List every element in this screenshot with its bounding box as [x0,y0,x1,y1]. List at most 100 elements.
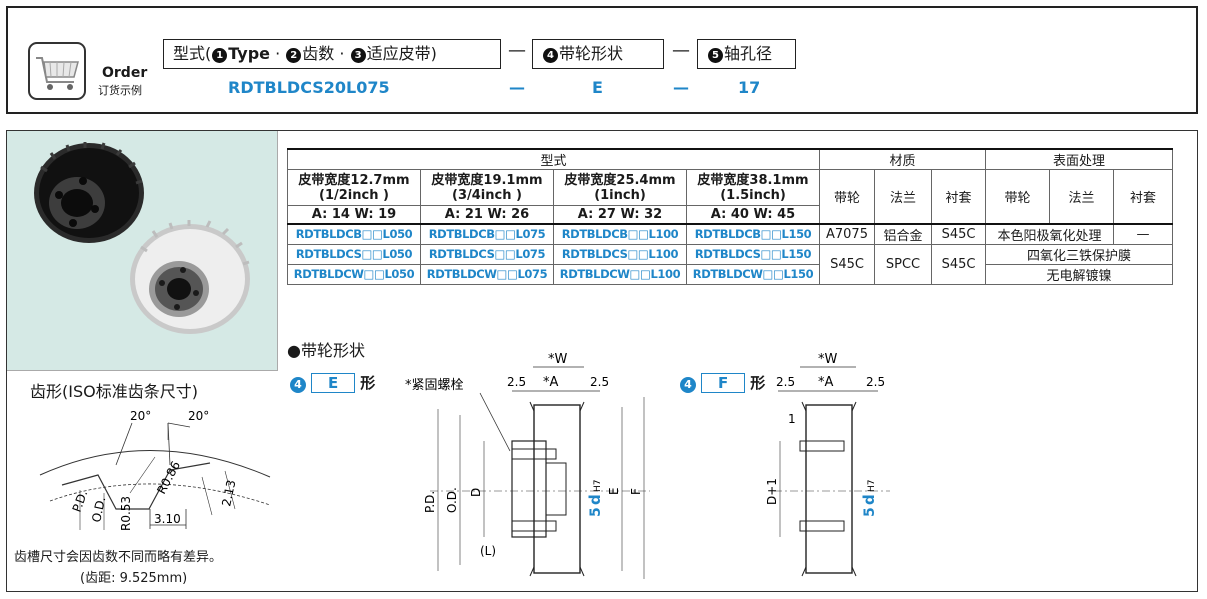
shape-f-label: 4 F 形 [680,372,765,393]
example-type: RDTBLDCS20L075 [228,78,390,97]
e-bore-d: d [586,494,604,505]
pn-w-075: RDTBLDCW□□L075 [420,263,554,285]
shape-e-drawing: *W *紧固螺栓 2.5 *A 2.5 P.D. O.D. D E F (L) … [405,352,650,579]
e-l: (L) [480,544,496,558]
width-cell-2: 皮带宽度19.1mm(3/4inch ) [420,169,554,206]
aw-2: A: 21 W: 26 [420,205,554,224]
mat-s-flange: SPCC [874,243,932,285]
e-setscrew-label: *紧固螺栓 [405,378,464,393]
spec-shape: 带轮形状 [559,44,624,63]
order-title: Order [102,65,148,81]
spec-type-suffix: ) [430,44,437,63]
f-25-left: 2.5 [776,375,795,389]
pn-b-150: RDTBLDCB□□L150 [686,222,820,245]
spec-sep2: · [339,44,345,63]
width-cell-1: 皮带宽度12.7mm(1/2inch ) [287,169,421,206]
e-25-right: 2.5 [590,375,609,389]
spec-table: 型式 材质 表面处理 皮带宽度12.7mm(1/2inch ) 皮带宽度19.1… [287,148,1173,285]
order-subtitle: 订货示例 [98,84,142,97]
spec-type-prefix: 型式( [173,44,212,63]
mat-col-flange: 法兰 [874,169,932,224]
tooth-pd: P.D. [70,488,91,514]
width-cell-4: 皮带宽度38.1mm(1.5inch) [686,169,820,206]
f-1: 1 [788,412,796,426]
example-dash-2: — [673,78,689,97]
shape-f-suffix: 形 [750,374,766,392]
circle-5-icon: 5 [708,48,723,63]
surf-w: 无电解镀镍 [985,263,1173,285]
circle-4-blue-icon-f: 4 [680,377,696,393]
tooth-angle-left: 20° [130,409,151,423]
surf-col-pulley: 带轮 [985,169,1050,224]
spec-type-1: Type [228,44,270,63]
mat-b-bushing: S45C [931,222,986,245]
e-bore-num: 5 [588,507,604,517]
tooth-note: 齿槽尺寸会因齿数不同而略有差异。 [14,550,223,565]
width-label-3: 皮带宽度25.4mm [564,172,676,188]
pn-w-050: RDTBLDCW□□L050 [287,263,421,285]
circle-1-icon: 1 [212,48,228,63]
table-header-material: 材质 [819,148,986,170]
dash-sep-2: — [672,40,690,61]
pn-s-075: RDTBLDCS□□L075 [420,243,554,265]
shape-f-drawing: *W 2.5 *A 2.5 1 D+1 5 d H7 [765,352,890,577]
spec-bore: 轴孔径 [724,44,773,63]
example-dash-1: — [509,78,525,97]
aw-4: A: 40 W: 45 [686,205,820,224]
f-bore-d: d [860,494,878,505]
main-panel [6,130,1198,592]
width-cell-3: 皮带宽度25.4mm(1inch) [553,169,687,206]
surf-s: 四氧化三铁保护膜 [985,243,1173,265]
tooth-r053: R0.53 [119,496,133,531]
mat-s-bushing: S45C [931,243,986,285]
width-label-4: 皮带宽度38.1mm [697,172,809,188]
table-header-surface: 表面处理 [985,148,1173,170]
shape-bullet: ● [287,341,301,360]
tooth-310: 3.10 [154,512,181,526]
e-f: F [629,488,643,495]
mat-col-pulley: 带轮 [819,169,875,224]
spec-type-2: 齿数 [302,44,335,63]
mat-b-pulley: A7075 [819,222,875,245]
width-label-1: 皮带宽度12.7mm [298,172,410,188]
e-25-left: 2.5 [507,375,526,389]
f-a-label: *A [818,375,834,390]
pn-w-150: RDTBLDCW□□L150 [686,263,820,285]
f-25-right: 2.5 [866,375,885,389]
example-shape: E [592,78,603,97]
mat-col-bushing: 衬套 [931,169,986,224]
mat-b-flange: 铝合金 [874,222,932,245]
tooth-pitch: (齿距: 9.525mm) [80,571,188,586]
tooth-od: O.D. [89,495,108,523]
surf-b-pulley: 本色阳极氧化处理 [985,222,1114,245]
e-w-label: *W [548,352,568,367]
surf-b-bushing: — [1113,222,1173,245]
circle-4-blue-icon: 4 [290,377,306,393]
e-od: O.D. [445,487,459,513]
surf-col-bushing: 衬套 [1113,169,1173,224]
pn-s-100: RDTBLDCS□□L100 [553,243,687,265]
tooth-angle-right: 20° [188,409,209,423]
mat-s-pulley: S45C [819,243,875,285]
width-inch-3: (1inch) [594,187,646,203]
width-inch-1: (1/2inch ) [319,187,389,203]
pn-s-050: RDTBLDCS□□L050 [287,243,421,265]
e-pd: P.D. [423,491,437,513]
aw-1: A: 14 W: 19 [287,205,421,224]
f-d-plus-1: D+1 [765,478,779,505]
e-bore-tol: H7 [593,480,603,493]
table-header-type: 型式 [287,148,820,170]
spec-type-3: 适应皮带 [366,44,431,63]
circle-3-icon: 3 [350,48,366,63]
shape-e-suffix: 形 [360,374,376,392]
circle-4-icon: 4 [543,48,558,63]
order-example-box [6,6,1198,114]
width-label-2: 皮带宽度19.1mm [431,172,543,188]
pn-b-075: RDTBLDCB□□L075 [420,222,554,245]
spec-sep1: · [275,44,281,63]
e-e: E [607,487,621,495]
tooth-profile-diagram: 20° 20° R0.86 O.D. P.D. R0.53 2.13 3.10 [39,409,271,531]
